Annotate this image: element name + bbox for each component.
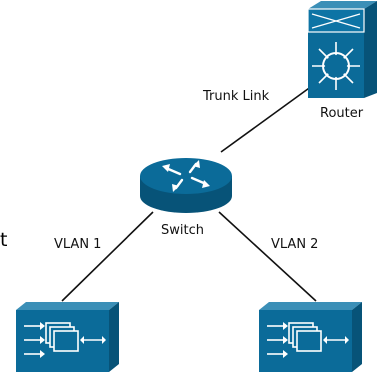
- host-left-icon: [16, 302, 119, 372]
- router-label: Router: [320, 106, 364, 121]
- router-icon: [307, 1, 377, 98]
- vlan1-label: VLAN 1: [54, 237, 102, 252]
- edge-text-fragment: t: [0, 229, 8, 251]
- vlan2-link-line: [218, 211, 317, 302]
- host-right-icon: [259, 302, 362, 372]
- switch-label: Switch: [161, 223, 204, 238]
- vlan2-label: VLAN 2: [271, 237, 319, 252]
- vlan1-link-line: [61, 211, 154, 302]
- trunk-link-label: Trunk Link: [203, 89, 270, 104]
- trunk-link-line: [220, 77, 324, 153]
- switch-icon: [140, 158, 232, 213]
